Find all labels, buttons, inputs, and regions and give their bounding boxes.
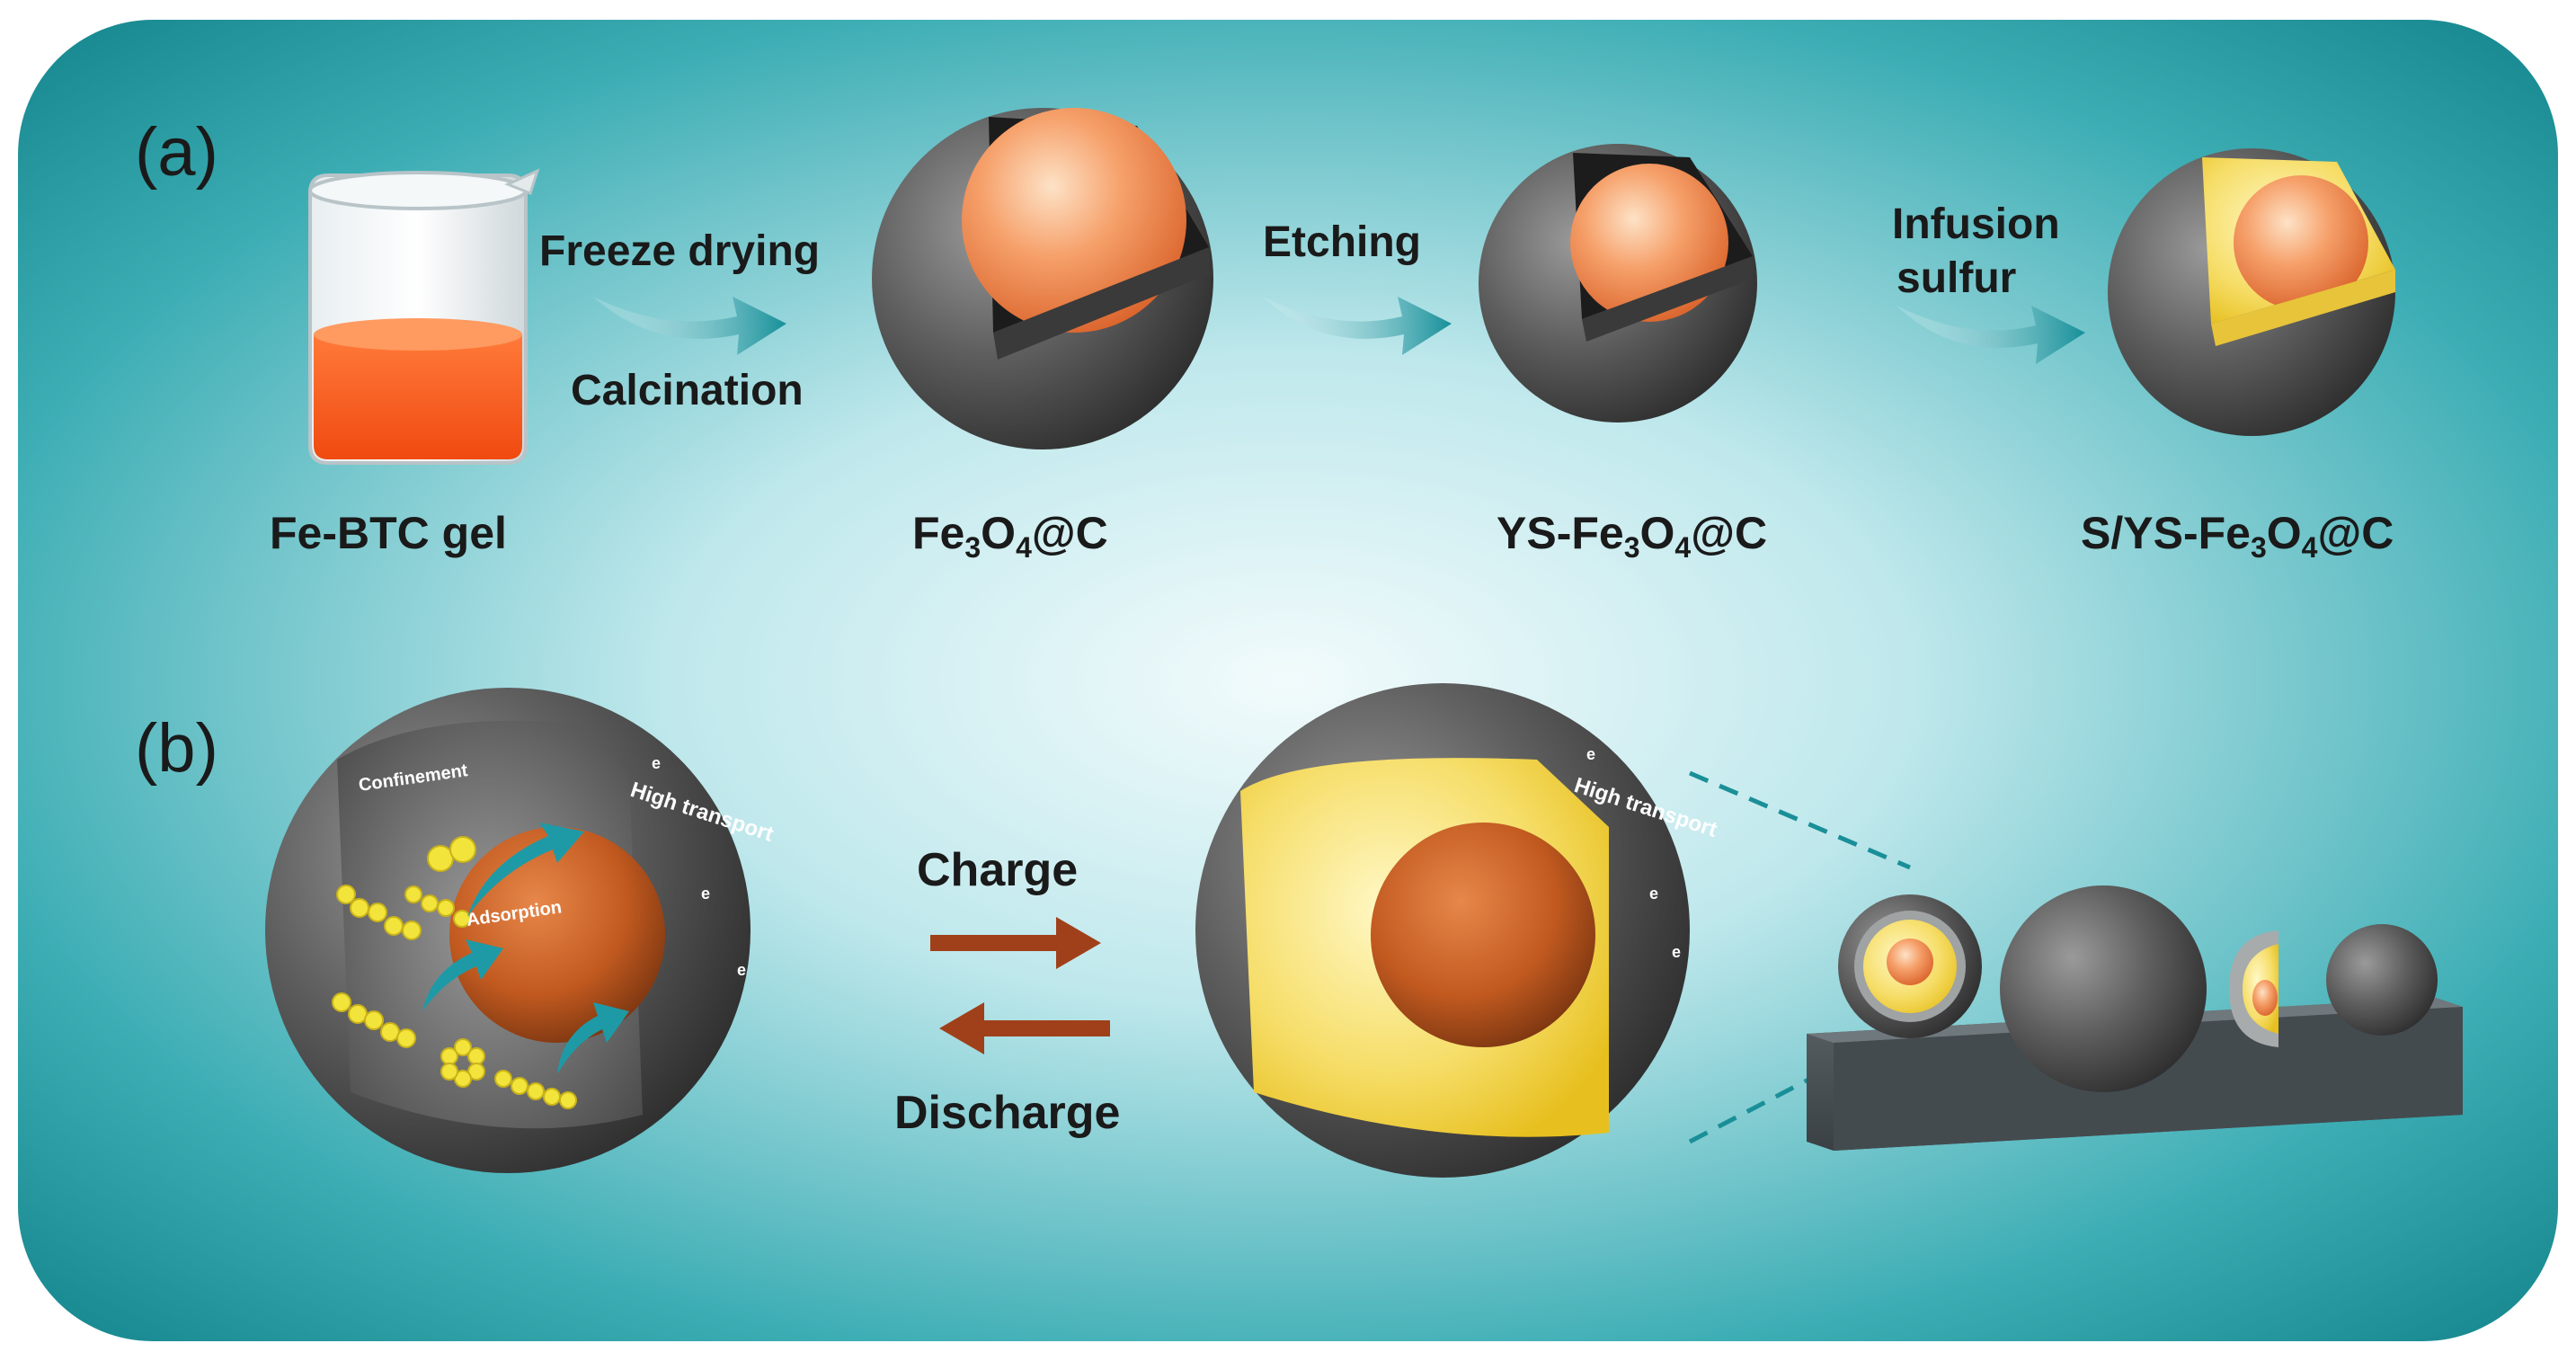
label-etching: Etching xyxy=(1263,218,1421,266)
electron-5: e xyxy=(1649,885,1658,903)
zoom-line-bottom xyxy=(1688,1036,1889,1144)
electron-3: e xyxy=(737,961,746,979)
sphere-s-ys-fe3o4-c xyxy=(2108,148,2395,436)
charge-arrow xyxy=(930,917,1101,969)
sphere-charged: High transport e e e xyxy=(1195,683,1720,1178)
adsorption-arrow-3 xyxy=(557,1002,629,1074)
label-fe3o4-c: Fe3O4@C xyxy=(912,508,1108,564)
electron-6: e xyxy=(1672,943,1681,961)
label-s-ys-fe3o4-c: S/YS-Fe3O4@C xyxy=(2081,508,2394,564)
label-sulfur: sulfur xyxy=(1896,254,2016,302)
sphere-ys-fe3o4-c xyxy=(1479,144,1757,423)
label-ys-fe3o4-c: YS-Fe3O4@C xyxy=(1497,508,1767,564)
label-infusion: Infusion xyxy=(1892,200,2060,248)
discharge-arrow xyxy=(939,1002,1110,1054)
zoom-line-top xyxy=(1689,770,1911,870)
electron-2: e xyxy=(701,885,710,903)
label-fe-btc-gel: Fe-BTC gel xyxy=(270,508,507,558)
arrow-infusion-sulfur xyxy=(1896,306,2085,364)
label-discharge: Discharge xyxy=(894,1087,1120,1139)
panel-b-label: (b) xyxy=(135,710,218,787)
mini-sphere-whole-1 xyxy=(2000,885,2207,1092)
polysulfide-chains xyxy=(332,836,577,1109)
sphere-fe3o4-c xyxy=(872,108,1213,449)
label-calcination: Calcination xyxy=(571,367,804,414)
label-freeze-drying: Freeze drying xyxy=(539,227,820,275)
electron-1: e xyxy=(652,754,661,772)
arrow-freeze-drying xyxy=(593,297,786,355)
sphere-discharged: Confinement Adsorption High transport e … xyxy=(265,688,777,1173)
beaker-icon xyxy=(308,168,540,465)
mini-sphere-whole-2 xyxy=(2326,924,2438,1036)
arrow-etching xyxy=(1263,297,1452,355)
label-charge: Charge xyxy=(917,844,1078,896)
mini-sphere-cutaway-1 xyxy=(1838,894,1982,1038)
electron-4: e xyxy=(1586,745,1595,763)
adsorption-arrow-2 xyxy=(422,939,503,1011)
panel-a-label: (a) xyxy=(135,114,218,191)
adsorption-arrow-1 xyxy=(467,823,584,917)
mini-sphere-cutaway-2 xyxy=(2229,930,2278,1047)
